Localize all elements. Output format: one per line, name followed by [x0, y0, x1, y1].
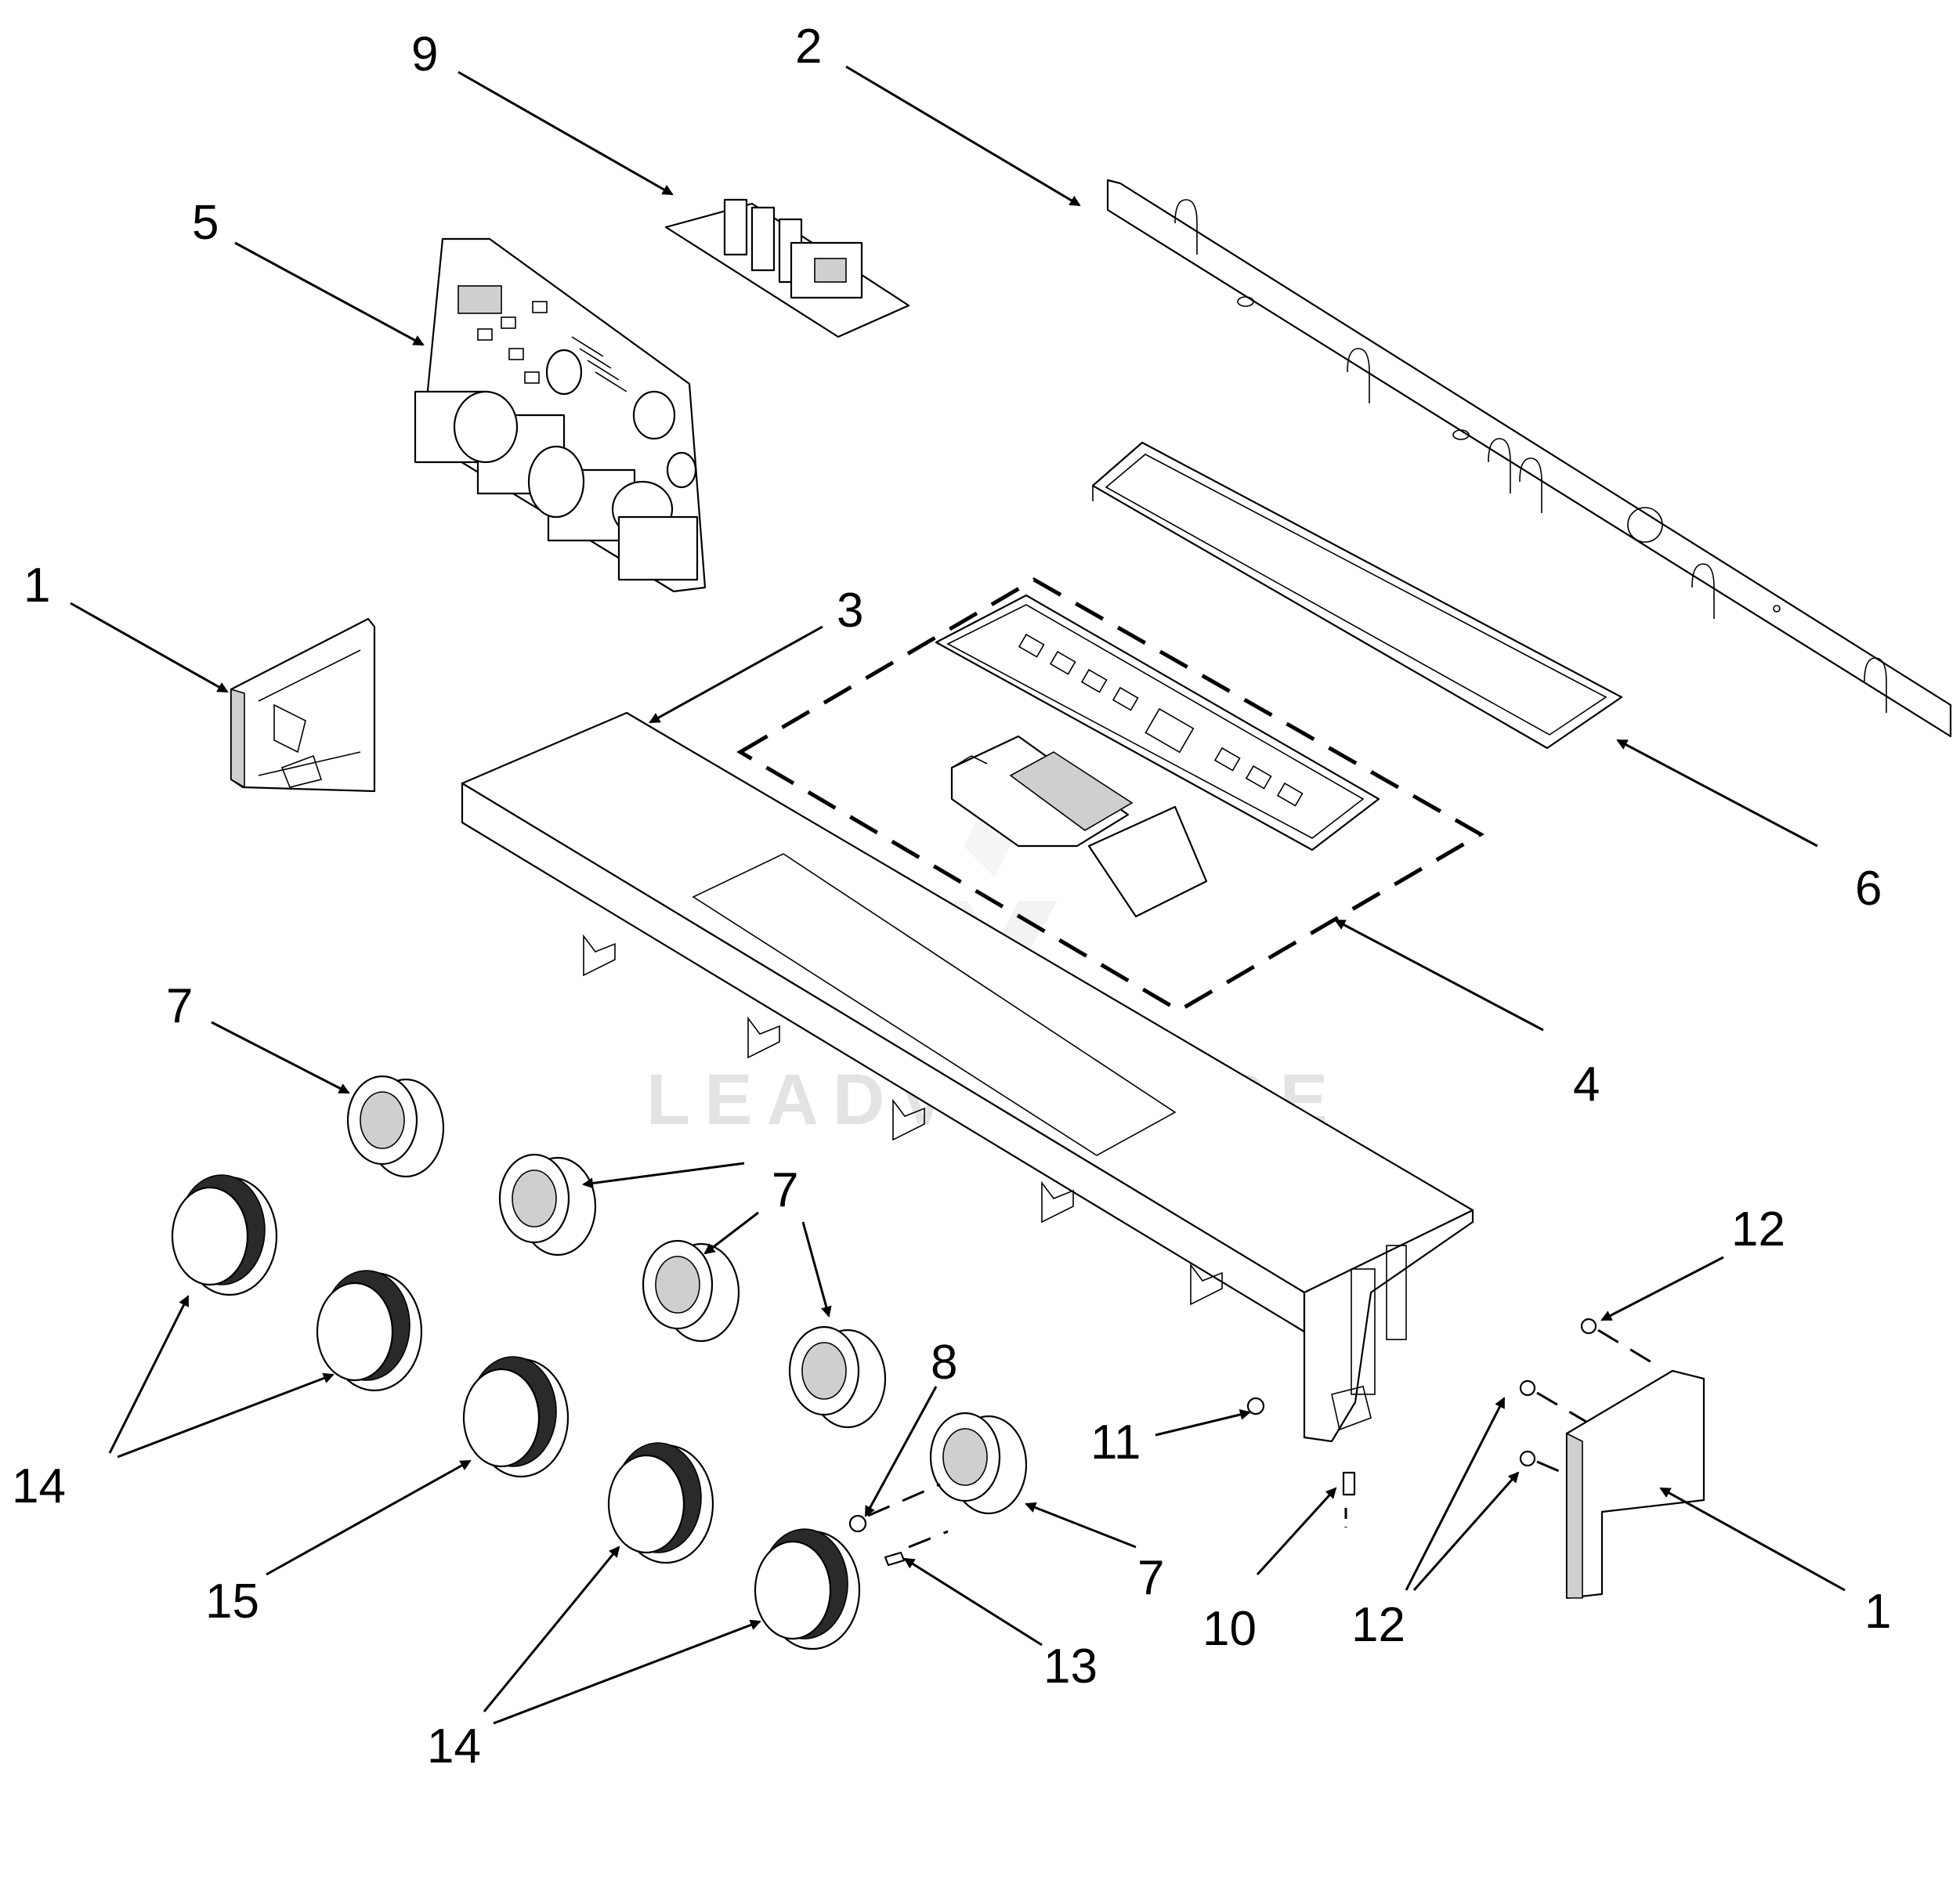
callout-10: 10	[1202, 1602, 1257, 1656]
callout-1-right: 1	[1864, 1585, 1891, 1639]
bezel-ring-3	[462, 1356, 570, 1478]
knob-base-4	[788, 1325, 887, 1429]
part-control-board	[414, 237, 707, 593]
callout-4: 4	[1573, 1058, 1600, 1112]
part-display-assembly-group	[736, 577, 1485, 1013]
part-left-end-cap	[230, 617, 376, 793]
knob-base-2	[498, 1153, 597, 1256]
knob-base-3	[642, 1239, 740, 1343]
bezel-ring-2	[316, 1270, 423, 1392]
part-rear-bracket	[1106, 179, 1952, 738]
callout-7-middle: 7	[772, 1163, 798, 1217]
part-screw-12c	[1519, 1450, 1536, 1467]
part-screw-10	[1342, 1471, 1356, 1496]
callout-1-left: 1	[24, 559, 50, 613]
callout-7-top: 7	[166, 979, 193, 1033]
callout-3: 3	[837, 584, 863, 638]
part-screw-12a	[1580, 1318, 1597, 1335]
bezel-ring-5	[754, 1528, 861, 1650]
callout-12-bottom: 12	[1351, 1598, 1405, 1652]
callout-8: 8	[931, 1336, 957, 1390]
knob-bases	[346, 1075, 1028, 1515]
knob-base-5	[929, 1412, 1028, 1515]
part-fastener-11	[1246, 1397, 1265, 1415]
part-clip	[848, 1514, 867, 1533]
callout-7-bottom: 7	[1137, 1551, 1164, 1605]
part-main-housing	[461, 711, 1474, 1443]
callout-15: 15	[205, 1574, 259, 1629]
callout-2: 2	[795, 20, 822, 74]
leader-lines	[70, 65, 1846, 1725]
part-screw-13	[884, 1551, 906, 1567]
callout-6: 6	[1855, 862, 1882, 916]
bezel-ring-1	[171, 1174, 278, 1296]
part-screw-12b	[1519, 1379, 1536, 1397]
knob-base-1	[346, 1075, 445, 1178]
fasteners	[848, 1318, 1660, 1567]
callout-14-bottom: 14	[427, 1719, 481, 1773]
part-right-end-cap	[1565, 1369, 1705, 1600]
part-keypad	[935, 594, 1380, 851]
callout-5: 5	[192, 196, 219, 250]
part-terminal-block	[664, 198, 910, 338]
part-display-tray	[1091, 441, 1623, 750]
bezel-ring-4	[607, 1442, 714, 1564]
callout-12-top: 12	[1731, 1202, 1785, 1256]
housing-slots	[583, 934, 1223, 1306]
part-display-module	[950, 735, 1208, 918]
callout-9: 9	[411, 27, 438, 81]
callout-14-left: 14	[12, 1459, 66, 1513]
callout-labels: 1 1 2 3 4 5 6 7 7 7 8 9 10 11 12 12 13 1…	[12, 20, 1891, 1773]
callout-11: 11	[1090, 1415, 1141, 1470]
callout-13: 13	[1043, 1640, 1098, 1694]
bezel-rings	[171, 1174, 861, 1650]
